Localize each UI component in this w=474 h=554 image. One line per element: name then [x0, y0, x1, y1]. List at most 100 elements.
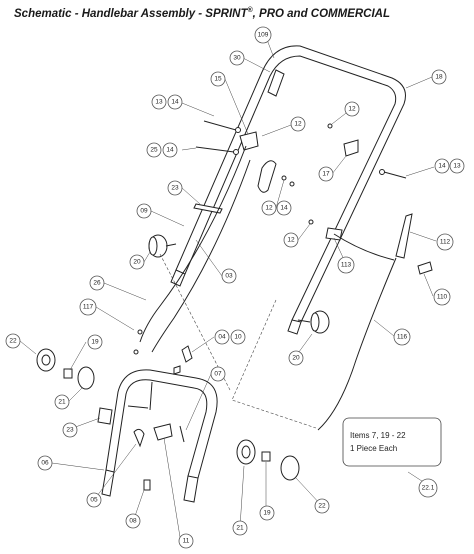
- svg-text:15: 15: [214, 76, 222, 83]
- svg-text:19: 19: [263, 510, 271, 517]
- svg-text:18: 18: [435, 74, 443, 81]
- callout-12a: 12: [290, 116, 306, 132]
- svg-text:21: 21: [58, 399, 66, 406]
- callout-20b: 20: [288, 350, 304, 366]
- svg-text:14: 14: [438, 163, 446, 170]
- callout-22-1: 22.1: [418, 478, 438, 498]
- callout-22a: 22: [5, 333, 21, 349]
- svg-text:10: 10: [234, 334, 242, 341]
- callout-10: 10: [230, 329, 246, 345]
- callout-12d: 12: [283, 232, 299, 248]
- upper-handlebar: [170, 45, 406, 335]
- svg-text:109: 109: [258, 32, 269, 39]
- callout-03: 03: [221, 268, 237, 284]
- lower-hardware: [97, 329, 193, 491]
- svg-text:20: 20: [292, 355, 300, 362]
- svg-text:22: 22: [9, 338, 17, 345]
- callout-21b: 21: [232, 520, 248, 536]
- callout-06: 06: [37, 455, 53, 471]
- callout-07: 07: [210, 366, 226, 382]
- title-prefix: Schematic - Handlebar Assembly - SPRINT: [14, 7, 248, 20]
- svg-text:113: 113: [341, 262, 352, 269]
- callout-14d: 14: [276, 200, 292, 216]
- svg-text:06: 06: [41, 460, 49, 467]
- svg-text:20: 20: [133, 259, 141, 266]
- svg-text:12: 12: [348, 106, 356, 113]
- callout-08: 08: [125, 513, 141, 529]
- svg-text:23: 23: [171, 185, 179, 192]
- svg-text:14: 14: [280, 205, 288, 212]
- control-cables: [139, 145, 397, 431]
- svg-text:07: 07: [214, 371, 222, 378]
- callout-12c: 12: [261, 200, 277, 216]
- callout-04: 04: [214, 329, 230, 345]
- svg-text:12: 12: [287, 237, 295, 244]
- callout-14c: 14: [434, 158, 450, 174]
- svg-text:110: 110: [437, 294, 448, 301]
- callout-23b: 23: [62, 422, 78, 438]
- callout-17: 17: [318, 166, 334, 182]
- control-lever: [395, 213, 433, 275]
- note-box: Items 7, 19 - 22 1 Piece Each: [342, 417, 442, 467]
- svg-text:26: 26: [93, 280, 101, 287]
- svg-text:04: 04: [218, 334, 226, 341]
- callout-05: 05: [86, 492, 102, 508]
- callout-11: 11: [178, 533, 194, 549]
- callout-116: 116: [393, 328, 411, 346]
- svg-text:13: 13: [155, 99, 163, 106]
- svg-text:22: 22: [318, 503, 326, 510]
- callout-20a: 20: [129, 254, 145, 270]
- callout-109: 109: [254, 26, 272, 44]
- svg-text:09: 09: [140, 208, 148, 215]
- svg-text:17: 17: [322, 171, 330, 178]
- svg-text:05: 05: [90, 497, 98, 504]
- callout-12b: 12: [344, 101, 360, 117]
- callout-18: 18: [431, 69, 447, 85]
- callout-14b: 14: [162, 142, 178, 158]
- callout-117: 117: [79, 298, 97, 316]
- svg-text:112: 112: [440, 239, 451, 246]
- leader-lines: [19, 36, 437, 538]
- svg-text:116: 116: [397, 334, 408, 341]
- callout-15: 15: [210, 71, 226, 87]
- svg-text:14: 14: [171, 99, 179, 106]
- handle-knob-lower: [297, 310, 330, 334]
- svg-text:14: 14: [166, 147, 174, 154]
- svg-text:117: 117: [83, 304, 94, 311]
- callout-14a: 14: [167, 94, 183, 110]
- svg-text:08: 08: [129, 518, 137, 525]
- callout-30: 30: [229, 50, 245, 66]
- lower-handlebar: [101, 369, 218, 503]
- svg-text:25: 25: [150, 147, 158, 154]
- callout-22b: 22: [314, 498, 330, 514]
- svg-text:21: 21: [236, 525, 244, 532]
- callout-113: 113: [337, 256, 355, 274]
- callout-25: 25: [146, 142, 162, 158]
- handle-knob-upper: [148, 234, 177, 258]
- svg-text:23: 23: [66, 427, 74, 434]
- svg-text:22.1: 22.1: [422, 485, 435, 492]
- knob-set-right: [236, 439, 300, 481]
- title-suffix: , PRO and COMMERCIAL: [252, 7, 391, 20]
- callout-13b: 13: [449, 158, 465, 174]
- svg-text:12: 12: [265, 205, 273, 212]
- note-line-2: 1 Piece Each: [350, 444, 397, 453]
- registered-mark: ®: [247, 7, 253, 14]
- page-title: Schematic - Handlebar Assembly - SPRINT®…: [14, 7, 390, 20]
- callout-09: 09: [136, 203, 152, 219]
- callout-19b: 19: [259, 505, 275, 521]
- svg-text:30: 30: [233, 55, 241, 62]
- knob-set-left: [36, 348, 95, 390]
- svg-text:12: 12: [294, 121, 302, 128]
- callout-26: 26: [89, 275, 105, 291]
- callout-23a: 23: [167, 180, 183, 196]
- svg-text:19: 19: [91, 339, 99, 346]
- callout-13a: 13: [151, 94, 167, 110]
- callout-112: 112: [436, 233, 454, 251]
- svg-text:13: 13: [453, 163, 461, 170]
- svg-text:11: 11: [183, 538, 190, 545]
- callout-19a: 19: [87, 334, 103, 350]
- callout-21a: 21: [54, 394, 70, 410]
- callout-110: 110: [433, 288, 451, 306]
